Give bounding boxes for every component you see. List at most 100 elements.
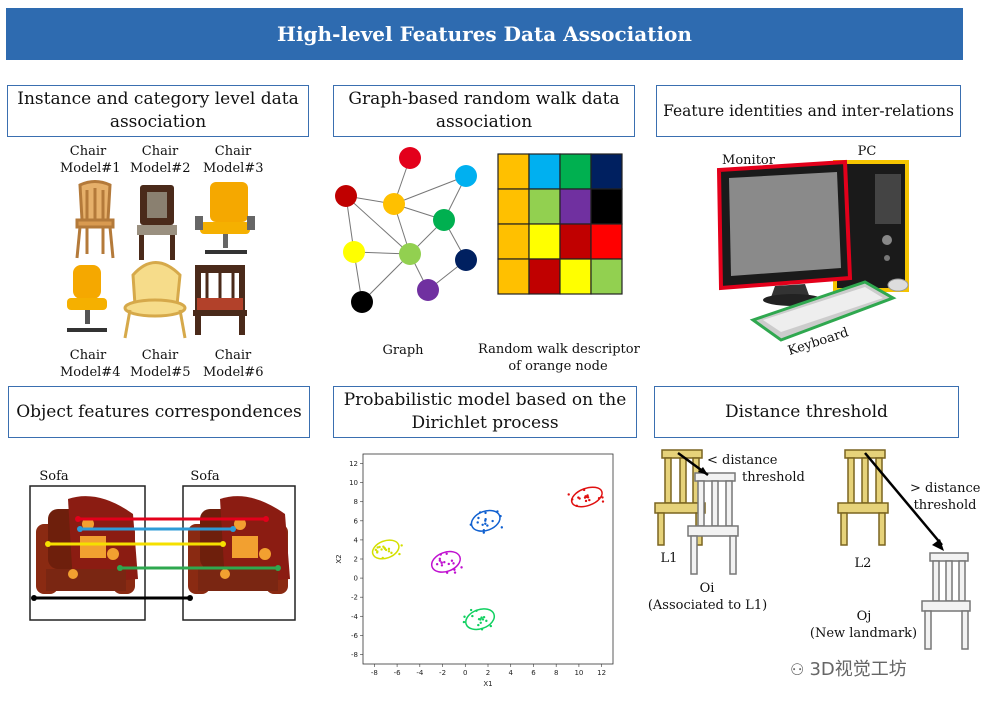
scatter-point <box>453 568 456 571</box>
scatter-point <box>460 566 463 569</box>
scatter-point <box>480 628 484 631</box>
sofa-correspondence-illustration <box>29 485 296 621</box>
scatter-point <box>384 548 388 552</box>
scatter-point <box>482 529 486 532</box>
scatter-point <box>586 496 590 499</box>
scatter-point <box>471 614 474 618</box>
chair-1-icon <box>75 180 115 259</box>
x-tick-label: -8 <box>371 669 378 677</box>
graph-panel-title: Graph-based random walk data association <box>333 85 635 137</box>
scatter-point <box>491 519 494 523</box>
graph-node <box>383 193 405 215</box>
graph-node <box>455 249 477 271</box>
graph-node <box>399 243 421 265</box>
scatter-point <box>582 488 586 492</box>
scatter-point <box>486 524 489 527</box>
scatter-point <box>453 571 457 574</box>
scatter-point <box>387 550 391 553</box>
scatter-point <box>435 562 439 566</box>
x-tick-label: -6 <box>394 669 402 677</box>
watermark: ⚇ 3D视觉工坊 <box>790 659 907 680</box>
scatter-point <box>485 619 488 623</box>
scatter-point <box>390 551 393 555</box>
scatter-point <box>452 562 455 565</box>
y-axis-label: X2 <box>335 554 343 563</box>
cluster-ellipse <box>371 539 400 560</box>
instance-panel-title: Instance and category level data associa… <box>7 85 309 137</box>
x-tick-label: 2 <box>486 669 490 677</box>
scatter-point <box>476 521 479 524</box>
scatter-point <box>475 609 478 612</box>
scatter-point <box>469 608 473 612</box>
scatter-point <box>376 546 379 549</box>
scatter-point <box>447 562 450 566</box>
descriptor-cell <box>497 188 530 225</box>
graph-edge <box>393 175 467 205</box>
scatter-point <box>601 500 605 503</box>
sofa-right-box <box>182 485 296 621</box>
chair-6-icon <box>193 265 247 335</box>
graph-node <box>433 209 455 231</box>
scatter-point <box>462 620 466 624</box>
scatter-point <box>500 526 504 529</box>
x-axis-label: X1 <box>483 680 492 688</box>
scatter-point <box>477 617 481 621</box>
x-tick-label: 8 <box>554 669 558 677</box>
graph-edge <box>361 253 411 303</box>
long-distance-arrow <box>864 452 943 546</box>
scatter-point <box>479 621 482 624</box>
plot-frame <box>362 453 614 665</box>
dirichlet-panel-title: Probabilistic model based on the Dirichl… <box>333 386 637 438</box>
scatter-point <box>440 564 444 567</box>
graph-node <box>335 185 357 207</box>
random-walk-descriptor-grid <box>497 153 623 295</box>
descriptor-cell <box>528 223 561 260</box>
scatter-point <box>571 498 574 501</box>
scatter-point <box>575 504 578 508</box>
graph-node <box>455 165 477 187</box>
scatter-point <box>597 496 601 500</box>
main-title-banner: High-level Features Data Association <box>6 8 963 60</box>
scatter-point <box>445 571 449 575</box>
descriptor-cell <box>559 258 592 295</box>
correspondence-point <box>117 565 123 571</box>
scatter-point <box>469 523 472 526</box>
oj-label: Oj <box>856 609 872 624</box>
correspondence-point <box>275 565 281 571</box>
correspondence-lines <box>31 516 281 601</box>
scatter-point <box>376 551 379 554</box>
scatter-point <box>374 548 378 552</box>
scatter-point <box>380 548 383 551</box>
scatter-point <box>588 498 591 502</box>
descriptor-cell <box>497 223 530 260</box>
oj-note-label: (New landmark) <box>809 626 918 641</box>
correspondence-point <box>220 541 226 547</box>
y-tick-label: -6 <box>351 632 359 640</box>
chair-2-icon <box>137 185 177 260</box>
pc-label: PC <box>857 144 877 159</box>
descriptor-cell <box>497 153 530 190</box>
l1-label: L1 <box>660 551 678 566</box>
descriptor-cell <box>528 258 561 295</box>
scatter-point <box>378 545 381 549</box>
scatter-point <box>567 493 570 496</box>
scatter-point <box>440 561 443 564</box>
correspondence-point <box>263 516 269 522</box>
scatter-point <box>482 531 486 534</box>
y-tick-label: -4 <box>351 613 359 621</box>
y-tick-label: 0 <box>354 575 358 583</box>
sofa-right-label: Sofa <box>190 469 220 484</box>
y-tick-label: 4 <box>354 536 359 544</box>
correspondence-point <box>77 526 83 532</box>
less-threshold-label: < distance <box>707 453 778 468</box>
main-title: High-level Features Data Association <box>277 22 692 46</box>
descriptor-cell <box>559 223 592 260</box>
monitor-label: Monitor <box>722 153 775 168</box>
descriptor-cell <box>590 188 623 225</box>
scatter-point <box>482 615 486 619</box>
